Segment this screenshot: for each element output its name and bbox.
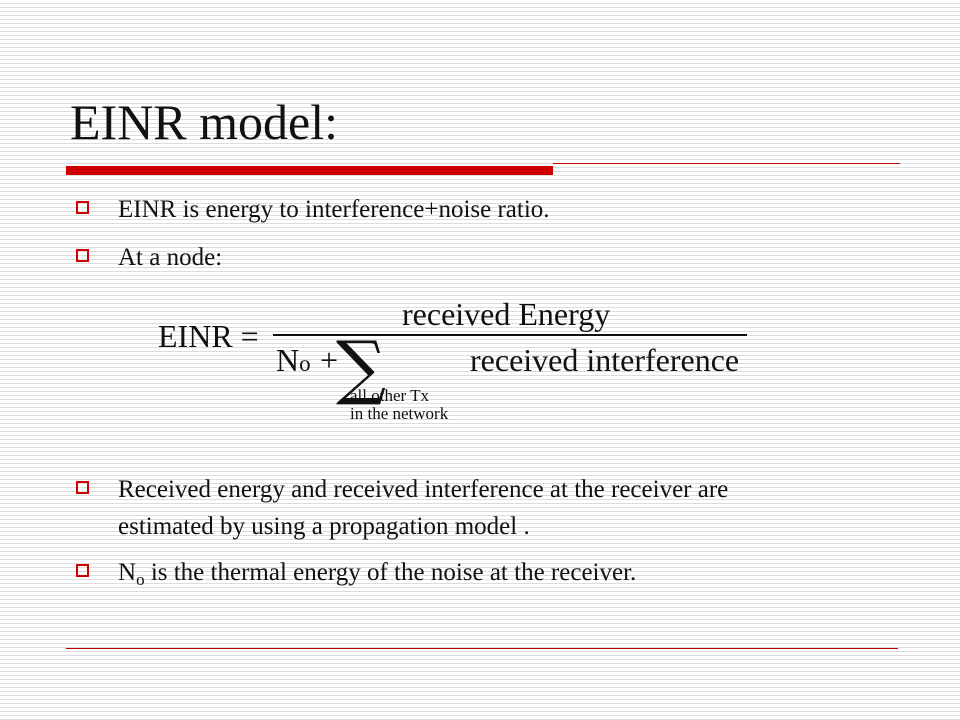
- formula-lhs: EINR =: [158, 318, 259, 354]
- title-underline-thick: [66, 166, 553, 175]
- footer-line: [66, 648, 898, 649]
- bullet-square-icon: [76, 201, 89, 214]
- summation-symbol: ∑: [336, 326, 386, 408]
- sum-limit-line-1: all other Tx: [350, 386, 429, 405]
- bullet-text-4-rest: is the thermal energy of the noise at th…: [144, 559, 637, 586]
- sum-limit-line-2: in the network: [350, 404, 449, 423]
- bullet-text-4: No is the thermal energy of the noise at…: [118, 557, 636, 590]
- formula-numerator: received Energy: [402, 296, 611, 332]
- bullet-square-icon: [76, 249, 89, 262]
- bullet-square-icon: [76, 564, 89, 577]
- formula-plus: +: [320, 342, 339, 378]
- fraction-bar: [273, 334, 747, 336]
- noise-subscript: o: [136, 570, 145, 589]
- formula-noise-term: No: [276, 342, 311, 382]
- bullet-text-2: At a node:: [118, 244, 223, 271]
- noise-symbol: N: [118, 559, 137, 586]
- bullet-text-3-line-1: Received energy and received interferenc…: [118, 476, 729, 503]
- bullet-text-3-line-2: estimated by using a propagation model .: [118, 513, 530, 540]
- noise-symbol: N: [276, 342, 300, 378]
- noise-subscript: o: [299, 351, 311, 376]
- formula-interference-term: received interference: [470, 342, 740, 378]
- slide-title: EINR model:: [70, 94, 339, 150]
- bullet-text-1: EINR is energy to interference+noise rat…: [118, 196, 550, 223]
- bullet-square-icon: [76, 481, 89, 494]
- title-underline-thin: [553, 163, 900, 164]
